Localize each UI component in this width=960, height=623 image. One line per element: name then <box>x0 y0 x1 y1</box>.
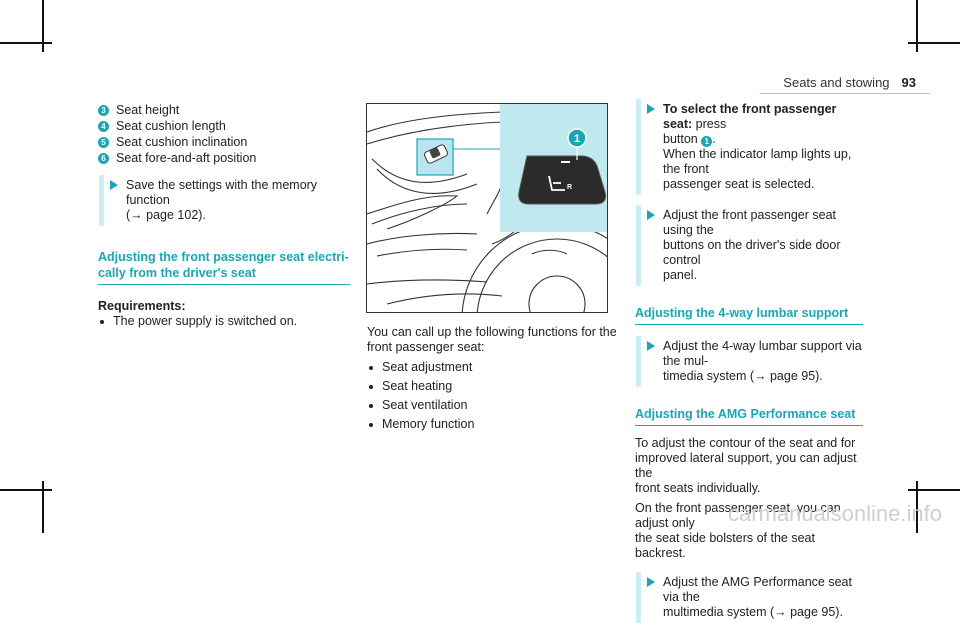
list-item: 5 Seat cushion inclination <box>98 135 350 150</box>
step-text: When the indicator lamp lights up, the f… <box>663 147 852 176</box>
section-heading: Adjusting the 4-way lumbar support <box>635 305 863 325</box>
function-item: Seat ventilation <box>367 398 617 413</box>
svg-text:R: R <box>567 184 572 191</box>
list-item-text: Seat cushion inclination <box>116 135 248 149</box>
section-heading: Adjusting the front passenger seat elect… <box>98 249 350 285</box>
header-section: Seats and stowing <box>783 75 890 90</box>
step-text: Adjust the AMG Performance seat via the <box>663 575 852 604</box>
callout-1: 1 <box>574 133 580 145</box>
number-badge: 1 <box>701 136 713 147</box>
crop-mark <box>908 489 960 491</box>
section-heading: Adjusting the AMG Performance seat <box>635 406 863 426</box>
list-item-text: Seat cushion length <box>116 119 226 133</box>
paragraph-line: On the front passenger seat, you can adj… <box>635 501 841 530</box>
crop-mark <box>916 0 918 52</box>
intro-text: front passenger seat: <box>367 340 485 354</box>
arrow-icon <box>647 341 655 351</box>
section-heading-line: Adjusting the front passenger seat elect… <box>98 250 349 264</box>
arrow-icon <box>647 104 655 114</box>
instruction-step: Save the settings with the memory functi… <box>98 175 350 226</box>
door-panel-drawing: 1 R <box>367 104 607 312</box>
crop-mark <box>42 0 44 52</box>
crop-mark <box>908 42 960 44</box>
list-item-text: Seat fore-and-aft position <box>116 151 257 165</box>
number-badge: 4 <box>98 121 109 132</box>
right-column: To select the front passenger seat: pres… <box>635 99 863 623</box>
number-badge: 6 <box>98 153 109 164</box>
number-badge: 3 <box>98 105 109 116</box>
crop-mark <box>42 481 44 533</box>
arrow-icon <box>647 210 655 220</box>
paragraph-line: the seat side bolsters of the seat backr… <box>635 531 815 560</box>
crop-mark <box>0 489 52 491</box>
paragraph-line: To adjust the contour of the seat and fo… <box>635 436 856 450</box>
number-badge: 5 <box>98 137 109 148</box>
list-item: 6 Seat fore-and-aft position <box>98 151 350 166</box>
list-item-text: Seat height <box>116 103 180 117</box>
requirements-label: Requirements: <box>98 299 186 313</box>
function-item: Memory function <box>367 417 617 432</box>
instruction-step: Adjust the AMG Performance seat via the … <box>635 572 863 623</box>
function-item: Seat adjustment <box>367 360 617 375</box>
paragraph: To adjust the contour of the seat and fo… <box>635 436 863 496</box>
step-text: Adjust the 4-way lumbar support via the … <box>663 339 862 368</box>
step-text-link[interactable]: multimedia system (→ page 95). <box>663 605 843 619</box>
step-text: button <box>663 132 698 146</box>
paragraph-line: improved lateral support, you can adjust… <box>635 451 857 480</box>
requirement-item: The power supply is switched on. <box>98 314 350 329</box>
watermark: carmanualsonline.info <box>727 501 942 526</box>
step-text: Save the settings with the memory functi… <box>126 178 318 207</box>
arrow-icon <box>110 180 118 190</box>
step-text: Adjust the front passenger seat using th… <box>663 208 837 237</box>
step-bold: To select the front passenger seat: <box>663 102 837 131</box>
intro-text: You can call up the following functions … <box>367 325 617 339</box>
list-item: 3 Seat height <box>98 103 350 118</box>
instruction-step: To select the front passenger seat: pres… <box>635 99 863 195</box>
crop-mark <box>0 42 52 44</box>
paragraph-line: front seats individually. <box>635 481 761 495</box>
step-text-link[interactable]: timedia system (→ page 95). <box>663 369 823 383</box>
instruction-step: Adjust the front passenger seat using th… <box>635 205 863 286</box>
step-text: panel. <box>663 268 698 282</box>
section-heading-line: cally from the driver's seat <box>98 266 256 280</box>
middle-column: You can call up the following functions … <box>367 325 617 432</box>
step-text: buttons on the driver's side door contro… <box>663 238 841 267</box>
list-item: 4 Seat cushion length <box>98 119 350 134</box>
step-text-link[interactable]: (→ page 102). <box>126 208 206 222</box>
door-panel-illustration: 1 R <box>366 103 608 313</box>
header-rule <box>760 93 930 94</box>
crop-mark <box>916 481 918 533</box>
page-number: 93 <box>901 75 916 90</box>
step-text: press <box>692 117 727 131</box>
running-header: Seats and stowing 93 <box>783 75 916 90</box>
arrow-icon <box>647 577 655 587</box>
function-item: Seat heating <box>367 379 617 394</box>
instruction-step: Adjust the 4-way lumbar support via the … <box>635 336 863 387</box>
step-text: passenger seat is selected. <box>663 177 815 191</box>
